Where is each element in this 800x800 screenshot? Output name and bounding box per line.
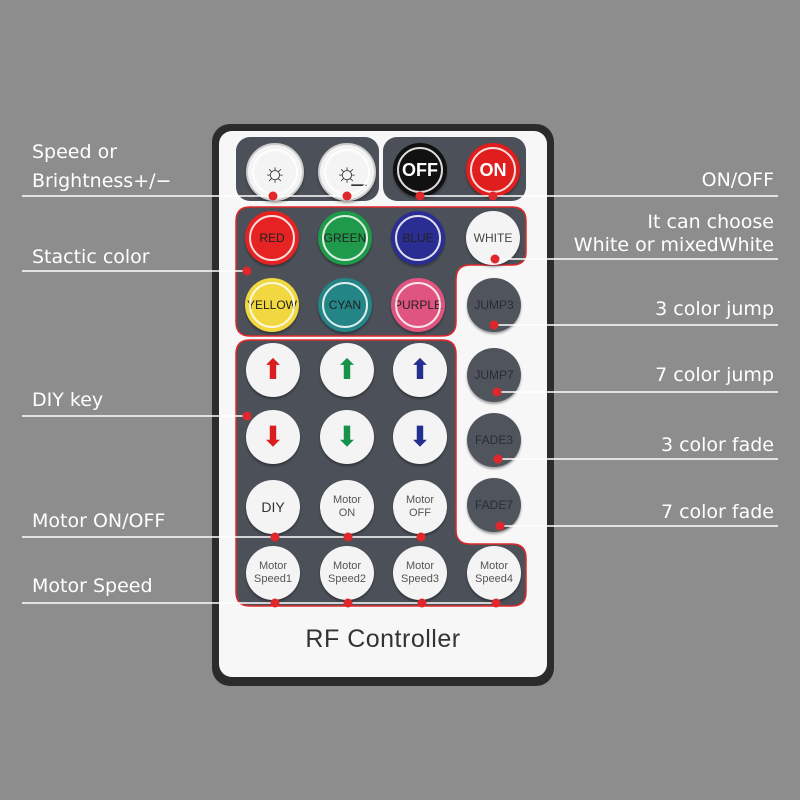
button-label-line1: Motor xyxy=(405,494,435,506)
green-up-arrow-icon: ⬆ xyxy=(335,354,359,385)
side-button-fade3[interactable]: FADE3 xyxy=(467,413,521,467)
diy-panel xyxy=(235,339,527,607)
button-label: YELLOW xyxy=(246,298,297,312)
color-button-cyan[interactable]: CYAN xyxy=(318,278,372,332)
diy-arrow-button[interactable]: ⬇ xyxy=(320,410,374,464)
color-button-yellow[interactable]: YELLOW xyxy=(245,278,299,332)
on-button[interactable]: ON xyxy=(466,143,520,197)
diy-arrow-button[interactable]: ⬆ xyxy=(320,343,374,397)
side-button-fade7[interactable]: FADE7 xyxy=(467,478,521,532)
label-fade7: 7 color fade xyxy=(660,501,774,523)
button-label-line2: OFF xyxy=(409,507,431,519)
button-label: WHITE xyxy=(473,231,513,245)
button-label: RED xyxy=(259,231,285,245)
red-down-arrow-icon: ⬇ xyxy=(261,421,285,452)
color-button-blue[interactable]: BLUE xyxy=(391,211,445,265)
red-up-arrow-icon: ⬆ xyxy=(261,354,285,385)
button-label: JUMP7 xyxy=(474,368,514,382)
button-label-line1: Motor xyxy=(258,560,288,572)
color-button-white[interactable]: WHITE xyxy=(466,211,520,265)
label-motor-speed: Motor Speed xyxy=(32,575,153,597)
button-label: CYAN xyxy=(328,298,362,312)
brightness-up-icon: ☼ xyxy=(263,157,287,187)
button-label: FADE3 xyxy=(474,433,513,447)
button-label-line2: Speed4 xyxy=(475,573,513,585)
button-label-line2: Speed2 xyxy=(328,573,366,585)
button-label-line1: Motor xyxy=(332,560,362,572)
button-label: BLUE xyxy=(402,231,434,245)
button-label-line1: Motor xyxy=(479,560,509,572)
blue-up-arrow-icon: ⬆ xyxy=(408,354,432,385)
button-label: JUMP3 xyxy=(474,298,514,312)
label-on-off: ON/OFF xyxy=(701,169,774,191)
color-button-purple[interactable]: PURPLE xyxy=(391,278,445,332)
button-label-line1: Motor xyxy=(405,560,435,572)
button-label-line2: ON xyxy=(338,507,356,519)
button-label: FADE7 xyxy=(474,498,513,512)
off-button[interactable]: OFF xyxy=(393,143,447,197)
button-label-line1: Motor xyxy=(332,494,362,506)
diy-arrow-button[interactable]: ⬆ xyxy=(246,343,300,397)
diy-arrow-button[interactable]: ⬇ xyxy=(246,410,300,464)
label-jump3: 3 color jump xyxy=(655,298,774,320)
button-label-line2: Speed3 xyxy=(401,573,439,585)
button-label: DIY xyxy=(261,499,285,515)
label-white-line2: White or mixedWhite xyxy=(573,234,774,256)
diy-arrow-button[interactable]: ⬇ xyxy=(393,410,447,464)
label-static-color: Stactic color xyxy=(32,246,150,268)
brightness-up-button[interactable]: ☼ xyxy=(246,143,304,201)
remote-title: RF Controller xyxy=(305,625,461,653)
diy-button[interactable]: DIY xyxy=(246,480,300,534)
button-label: ON xyxy=(479,160,507,180)
side-button-jump3[interactable]: JUMP3 xyxy=(467,278,521,332)
brightness-down-icon: ☼̲ xyxy=(335,157,359,187)
button-label: PURPLE xyxy=(393,298,443,312)
color-button-green[interactable]: GREEN xyxy=(318,211,372,265)
diy-arrow-button[interactable]: ⬆ xyxy=(393,343,447,397)
label-speed-line2: Brightness+/− xyxy=(32,170,172,192)
label-diy-key: DIY key xyxy=(32,389,104,411)
label-speed-line1: Speed or xyxy=(32,141,118,163)
label-white-line1: It can choose xyxy=(647,211,774,233)
color-button-red[interactable]: RED xyxy=(245,211,299,265)
label-fade3: 3 color fade xyxy=(660,434,774,456)
side-button-jump7[interactable]: JUMP7 xyxy=(467,348,521,402)
blue-down-arrow-icon: ⬇ xyxy=(408,421,432,452)
label-motor-on-off: Motor ON/OFF xyxy=(32,510,166,532)
button-label-line2: Speed1 xyxy=(254,573,292,585)
green-down-arrow-icon: ⬇ xyxy=(335,421,359,452)
button-label: GREEN xyxy=(323,231,367,245)
brightness-down-button[interactable]: ☼̲ xyxy=(318,143,376,201)
button-label: OFF xyxy=(402,160,438,180)
label-jump7: 7 color jump xyxy=(655,364,774,386)
color-panel xyxy=(235,206,527,337)
